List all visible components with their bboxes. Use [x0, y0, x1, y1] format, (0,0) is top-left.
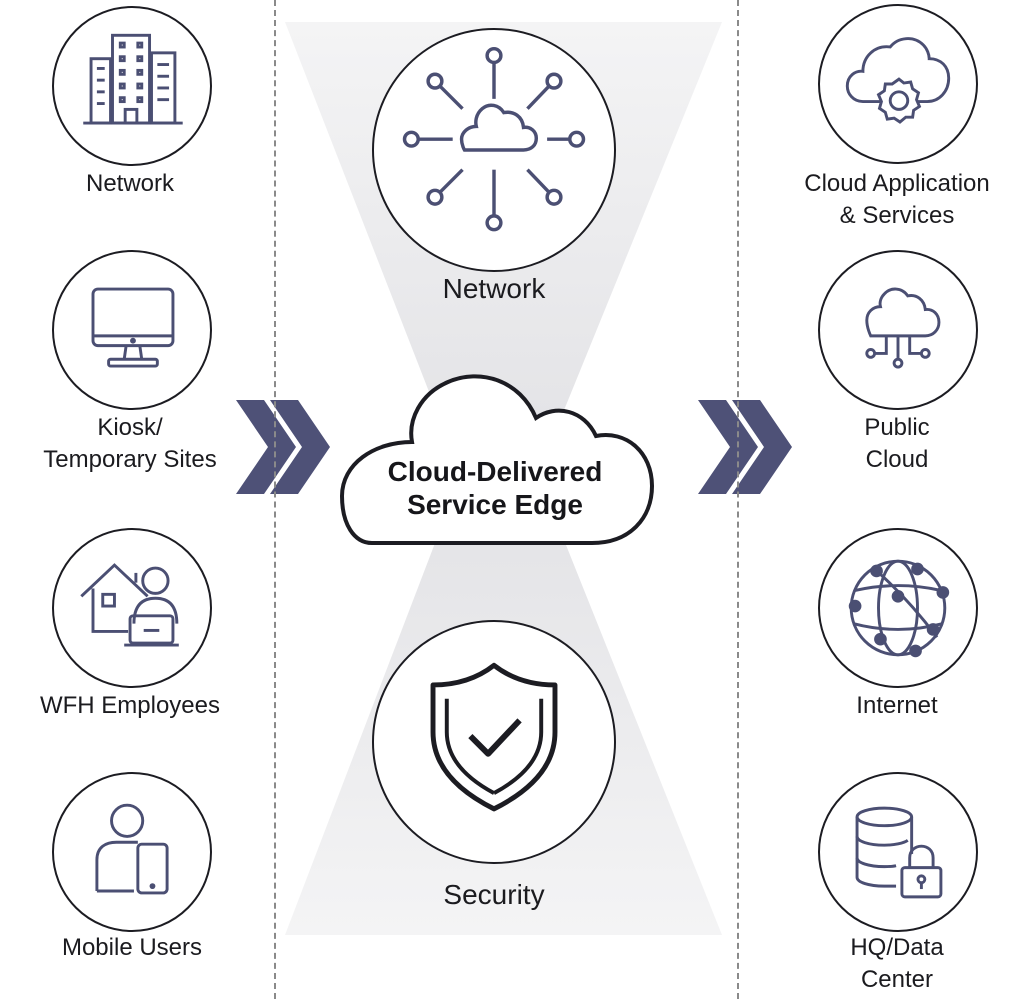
service-edge-title-line2: Service Edge	[407, 489, 583, 520]
left-item-kiosk-circle	[52, 250, 212, 410]
left-item-kiosk-label-line2: Temporary Sites	[43, 446, 217, 473]
office-building-icon	[83, 33, 183, 125]
left-item-kiosk-label-line1: Kiosk/	[97, 414, 163, 441]
left-item-mobile-circle	[52, 772, 212, 932]
center-security-circle	[372, 620, 616, 864]
center-network-label: Network	[442, 273, 546, 304]
right-item-cloud-app-circle	[818, 4, 978, 164]
center-security-label: Security	[443, 879, 545, 910]
right-item-public-cloud-label-line2: Cloud	[865, 446, 929, 473]
home-worker-icon	[80, 563, 179, 647]
service-edge-title-line1: Cloud-Delivered	[387, 456, 603, 487]
left-item-wfh-circle	[52, 528, 212, 688]
left-item-wfh-label: WFH Employees	[39, 692, 221, 719]
right-item-internet-label: Internet	[856, 692, 938, 719]
desktop-monitor-icon	[91, 287, 175, 368]
right-item-cloud-app-label: Cloud Application & Services	[767, 168, 1024, 232]
divider-right	[737, 0, 739, 999]
service-edge-cloud	[339, 374, 655, 545]
right-item-hq-label-line2: Center	[860, 966, 934, 993]
cloud-network-hub-icon	[402, 46, 586, 232]
cloud-gear-icon	[845, 37, 951, 124]
right-item-public-cloud-circle	[818, 250, 978, 410]
shield-check-icon	[430, 662, 558, 812]
right-item-internet-circle	[818, 528, 978, 688]
right-item-public-cloud-label: Public Cloud	[767, 412, 1024, 476]
right-item-hq-label: HQ/Data Center	[767, 932, 1024, 996]
mobile-user-icon	[95, 803, 169, 895]
divider-left	[274, 0, 276, 999]
right-item-cloud-app-label-line1: Cloud Application	[804, 170, 990, 197]
left-item-kiosk-label: Kiosk/ Temporary Sites	[0, 412, 260, 476]
right-item-cloud-app-label-line2: & Services	[839, 202, 955, 229]
globe-network-icon	[848, 559, 950, 658]
chevron-right-left-icon	[236, 400, 330, 494]
left-item-mobile-label: Mobile Users	[61, 934, 203, 961]
left-item-network-label: Network	[85, 170, 175, 197]
right-item-hq-circle	[818, 772, 978, 932]
database-lock-icon	[855, 806, 943, 899]
public-cloud-icon	[865, 287, 941, 369]
right-item-public-cloud-label-line1: Public	[864, 414, 930, 441]
service-edge-title: Cloud-Delivered Service Edge	[345, 455, 645, 521]
right-item-hq-label-line1: HQ/Data	[850, 934, 944, 961]
chevron-right-right-icon	[698, 400, 792, 494]
center-network-circle	[372, 28, 616, 272]
left-item-network-circle	[52, 6, 212, 166]
